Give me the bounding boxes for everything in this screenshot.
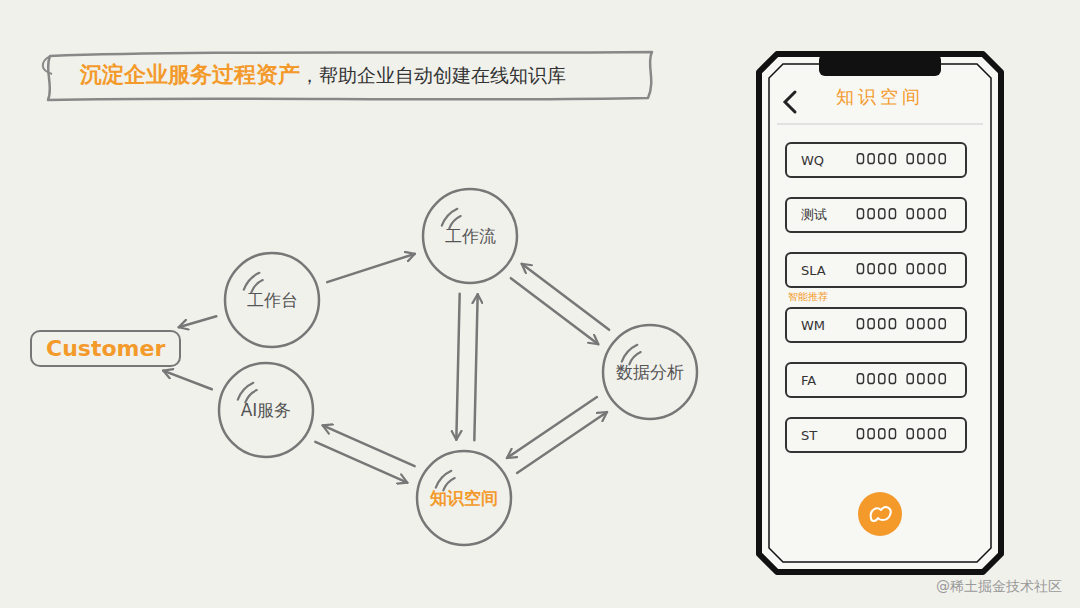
- flow-arrow: [474, 294, 477, 440]
- flow-arrow: [163, 371, 212, 390]
- title: 沉淀企业服务过程资产: [80, 62, 300, 87]
- panel-heading: 知识空间: [757, 85, 1003, 109]
- node-label: ST: [801, 428, 817, 443]
- process-circle: AI服务: [218, 362, 314, 458]
- process-circle: 知识空间: [416, 450, 512, 546]
- customer-box: Customer: [30, 330, 181, 367]
- node-label: WQ: [801, 153, 824, 168]
- node-label: 工作流: [445, 225, 496, 248]
- node-label: 知识空间: [430, 487, 498, 510]
- list-row: WM: [785, 307, 967, 343]
- recommend-note: 智能推荐: [788, 290, 828, 304]
- node-label: Customer: [46, 336, 165, 361]
- node-label: 工作台: [247, 289, 298, 312]
- node-label: AI服务: [241, 399, 292, 422]
- node-label: FA: [801, 373, 816, 388]
- flow-arrow: [517, 412, 607, 473]
- watermark: @稀土掘金技术社区: [936, 578, 1062, 596]
- list-row: 测试: [785, 197, 967, 233]
- node-label: 测试: [801, 206, 827, 224]
- list-row: ST: [785, 417, 967, 453]
- process-circle: 工作流: [422, 188, 518, 284]
- flow-arrow: [327, 254, 415, 282]
- node-label: SLA: [801, 263, 826, 278]
- phone-panel: 知识空间 WQ 测试 SLA WM FA ST: [757, 52, 1003, 574]
- process-circle: 工作台: [224, 252, 320, 348]
- title-box: 沉淀企业服务过程资产，帮助企业自动创建在线知识库: [80, 60, 566, 90]
- title-banner: [48, 52, 652, 100]
- flow-arrow: [179, 316, 217, 327]
- subtitle: ，帮助企业自动创建在线知识库: [300, 64, 566, 86]
- node-label: 数据分析: [616, 361, 684, 384]
- list-row: SLA: [785, 252, 967, 288]
- flow-arrow: [522, 264, 609, 330]
- flow-arrow: [315, 442, 407, 483]
- list-row: FA: [785, 362, 967, 398]
- node-label: WM: [801, 318, 825, 333]
- process-circle: 数据分析: [602, 324, 698, 420]
- flow-arrow: [323, 425, 415, 466]
- list-row: WQ: [785, 142, 967, 178]
- flow-arrow: [456, 294, 459, 440]
- banner-curl: [43, 56, 52, 74]
